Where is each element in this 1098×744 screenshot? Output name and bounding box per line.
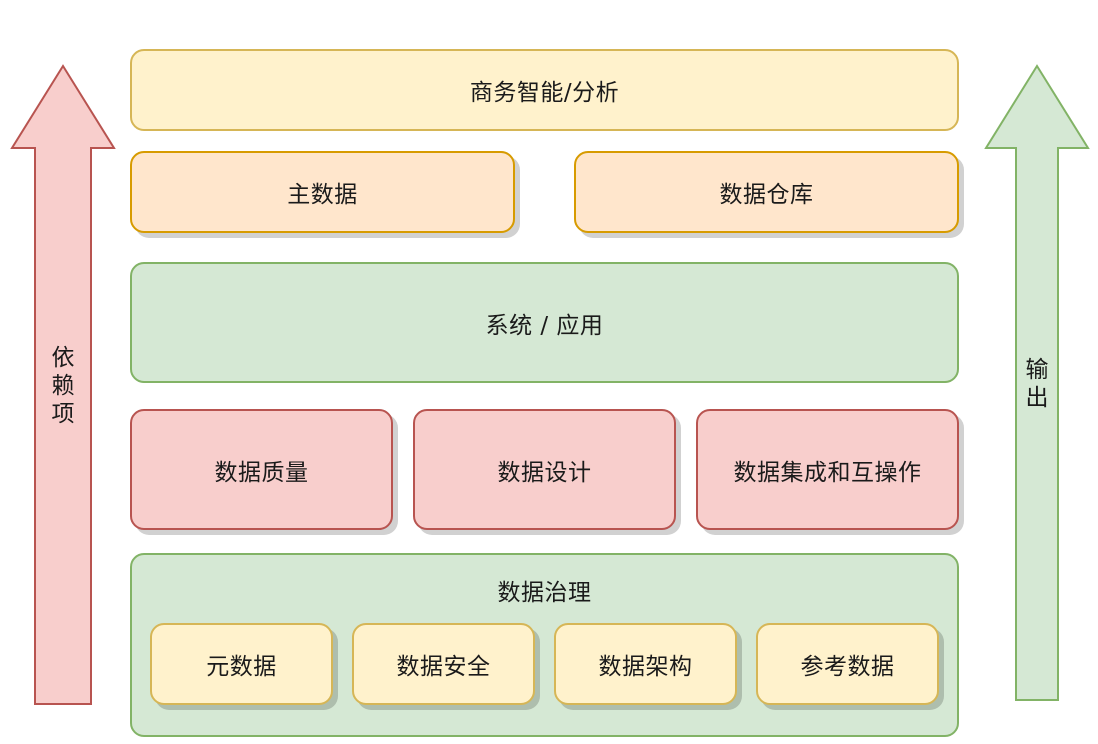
data-security-box: 数据安全 bbox=[352, 623, 535, 705]
dependency-char-1: 依 bbox=[51, 345, 75, 371]
data-warehouse-box: 数据仓库 bbox=[574, 151, 959, 233]
output-char-1: 输 bbox=[1025, 357, 1049, 383]
dependency-arrow bbox=[10, 64, 116, 705]
master-data-box: 主数据 bbox=[130, 151, 515, 233]
systems-applications-label: 系统 / 应用 bbox=[485, 312, 604, 339]
data-design-label: 数据设计 bbox=[497, 459, 592, 486]
data-warehouse-label: 数据仓库 bbox=[719, 182, 814, 208]
data-architecture-label: 数据架构 bbox=[598, 654, 693, 680]
data-architecture-box: 数据架构 bbox=[554, 623, 737, 705]
reference-data-label: 参考数据 bbox=[800, 654, 895, 680]
dependency-char-3: 项 bbox=[51, 401, 75, 427]
output-arrow bbox=[984, 64, 1090, 701]
dependency-arrow-shape bbox=[10, 64, 116, 705]
reference-data-box: 参考数据 bbox=[756, 623, 939, 705]
bi-analytics-label: 商务智能/分析 bbox=[469, 80, 620, 106]
output-arrow-shape bbox=[984, 64, 1090, 701]
data-quality-label: 数据质量 bbox=[214, 459, 309, 486]
data-governance-label: 数据治理 bbox=[497, 580, 592, 606]
output-arrow-label: 输 出 bbox=[1022, 356, 1052, 412]
metadata-label: 元数据 bbox=[206, 654, 277, 680]
metadata-box: 元数据 bbox=[150, 623, 333, 705]
output-char-2: 出 bbox=[1025, 385, 1049, 411]
dependency-char-2: 赖 bbox=[51, 373, 75, 399]
dependency-arrow-label: 依 赖 项 bbox=[48, 344, 78, 428]
data-security-label: 数据安全 bbox=[396, 654, 491, 680]
data-design-box: 数据设计 bbox=[413, 409, 676, 530]
data-integration-label: 数据集成和互操作 bbox=[733, 459, 922, 486]
data-integration-box: 数据集成和互操作 bbox=[696, 409, 959, 530]
master-data-label: 主数据 bbox=[287, 182, 358, 208]
systems-applications-box: 系统 / 应用 bbox=[130, 262, 959, 383]
bi-analytics-box: 商务智能/分析 bbox=[130, 49, 959, 131]
data-quality-box: 数据质量 bbox=[130, 409, 393, 530]
